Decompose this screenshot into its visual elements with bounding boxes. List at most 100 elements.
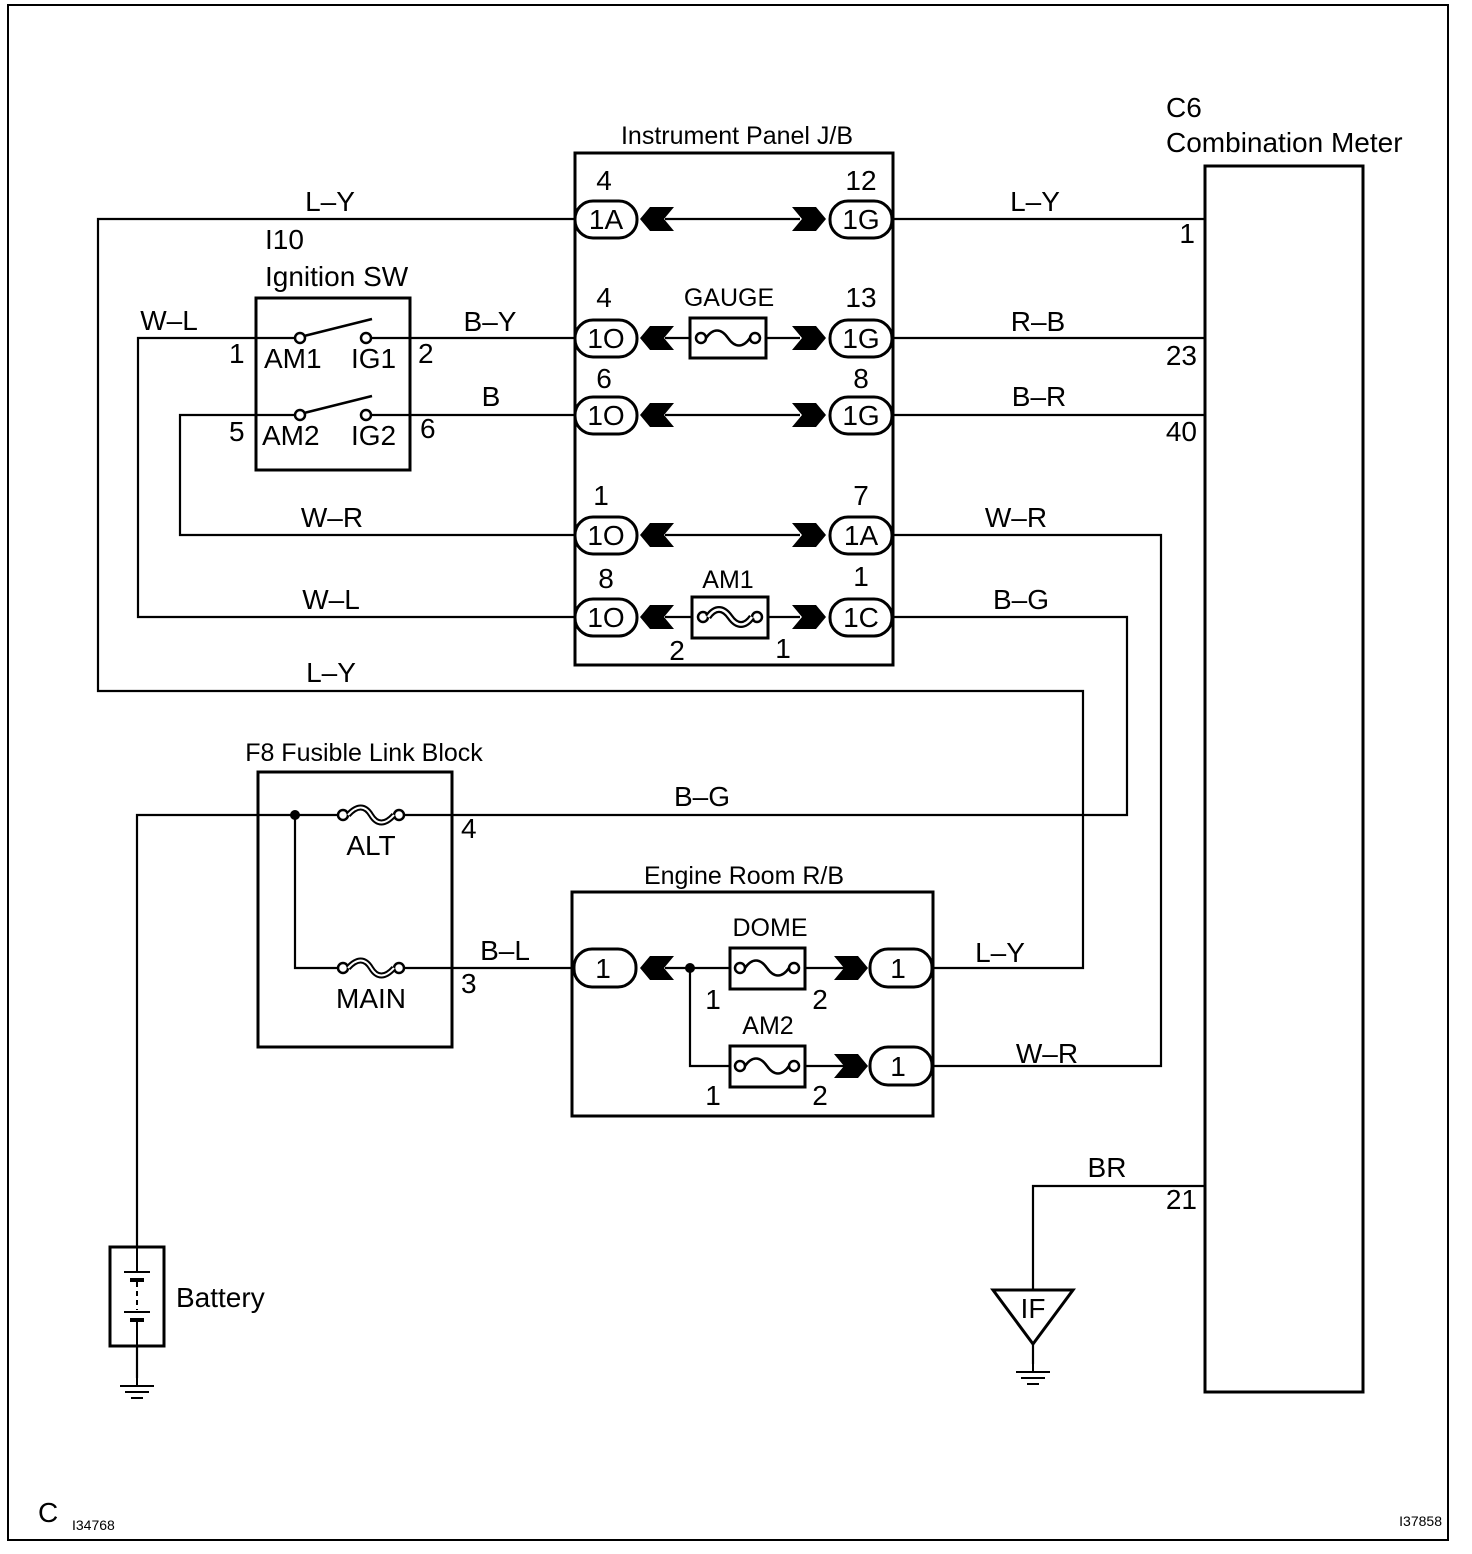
switch-blade-1 — [303, 317, 373, 338]
jb-conn-label: 1G — [842, 323, 879, 354]
combination-meter-box — [1203, 164, 1365, 1394]
ground-symbol — [1015, 1363, 1051, 1385]
connector-chevron-left — [640, 207, 674, 231]
jb-pin: 8 — [853, 363, 869, 394]
am1-fuse-pin: 2 — [669, 635, 685, 666]
meter-pin-23: 23 — [1166, 340, 1197, 371]
fl-pin-3: 3 — [461, 968, 477, 999]
jb-row-5: AM1 2 1 1O 1C 8 1 — [573, 561, 894, 666]
fusible-link-box — [256, 770, 454, 1049]
meter-pin-40: 40 — [1166, 416, 1197, 447]
jb-title: Instrument Panel J/B — [621, 122, 853, 150]
jb-conn-1o — [573, 597, 639, 638]
rb-conn-am2-out-label: 1 — [890, 1051, 906, 1082]
wire-label: B–G — [674, 781, 730, 812]
wire-label: B — [482, 381, 501, 412]
am2-fuse-label: AM2 — [742, 1012, 793, 1040]
jb-conn-label: 1G — [842, 400, 879, 431]
splice-rb — [685, 963, 695, 973]
if-label: IF — [1021, 1293, 1046, 1324]
wire-label: W–R — [301, 502, 363, 533]
terminal-ig2: IG2 — [351, 420, 396, 451]
jb-conn-label: 1G — [842, 204, 879, 235]
jb-pin: 7 — [853, 480, 869, 511]
jb-conn-label: 1A — [589, 204, 624, 235]
wire-label: B–L — [480, 935, 530, 966]
jb-conn-label: 1O — [587, 323, 624, 354]
jb-row-4: 1O 1A 1 7 — [573, 480, 894, 556]
rb-conn-am2-out — [868, 1045, 934, 1087]
connector-chevron-left — [640, 326, 674, 350]
jb-conn-1o — [573, 318, 639, 359]
splice-alt — [290, 810, 300, 820]
wire-label: W–R — [985, 502, 1047, 533]
connector-chevron-left — [640, 403, 674, 427]
meter-pin-1: 1 — [1179, 218, 1195, 249]
wire-alt-battery — [135, 813, 343, 1247]
wire-label: L–Y — [306, 657, 356, 688]
wire-wl — [136, 336, 576, 619]
wire-label: L–Y — [305, 186, 355, 217]
fusible-link-title: F8 Fusible Link Block — [245, 739, 483, 767]
jb-pin: 13 — [845, 282, 876, 313]
connector-chevron-left — [640, 523, 674, 547]
jb-conn-1o — [573, 515, 639, 556]
connector-chevron-right — [834, 1054, 868, 1078]
jb-conn-label: 1O — [587, 400, 624, 431]
rb-conn-dome-out — [868, 947, 934, 989]
jb-row-2: GAUGE 1O 1G 4 13 — [573, 282, 894, 360]
wire-b-sw — [178, 413, 576, 537]
wire-label: W–R — [1016, 1038, 1078, 1069]
am1-fuse-label: AM1 — [702, 566, 753, 594]
jb-conn-label: 1A — [844, 520, 879, 551]
rb-conn-dome-out-label: 1 — [890, 953, 906, 984]
rb-conn-in — [572, 947, 638, 989]
am1-fuse-pin: 1 — [775, 633, 791, 664]
connector-chevron-right — [792, 207, 826, 231]
sw-pin-5: 5 — [229, 416, 245, 447]
wire-ly-top — [96, 217, 1085, 970]
fuse-main-label: MAIN — [336, 983, 406, 1014]
terminal-ig1: IG1 — [351, 343, 396, 374]
connector-chevron-left — [640, 605, 674, 629]
jb-conn-label: 1O — [587, 520, 624, 551]
battery-label: Battery — [176, 1282, 265, 1313]
ground-symbol — [119, 1377, 155, 1399]
jb-pin: 4 — [596, 282, 612, 313]
wire-label: B–R — [1012, 381, 1066, 412]
terminal-am1: AM1 — [264, 343, 322, 374]
dome-fuse-label: DOME — [733, 914, 808, 942]
sw-pin-2: 2 — [418, 338, 434, 369]
connector-chevron-left — [640, 956, 674, 980]
ignition-switch: I10 Ignition SW AM1 IG1 AM2 IG2 1 2 5 6 — [229, 224, 436, 472]
wire-label: W–L — [302, 584, 360, 615]
engine-room-rb-title: Engine Room R/B — [644, 862, 844, 890]
wire-labels: L–Y L–Y W–L B–Y R–B B B–R W–R W–R W–L B–… — [140, 186, 1126, 1183]
connector-chevron-right — [834, 956, 868, 980]
jb-conn-1c — [828, 597, 894, 638]
jb-row-1: 1A 1G 4 12 — [573, 165, 894, 240]
ignition-switch-name: Ignition SW — [265, 261, 409, 292]
connector-chevron-right — [792, 605, 826, 629]
wire-label: L–Y — [1010, 186, 1060, 217]
fuse-alt-label: ALT — [346, 830, 395, 861]
wire-alt-main — [293, 815, 343, 970]
meter-name: Combination Meter — [1166, 127, 1403, 158]
jb-conn-1g — [828, 395, 894, 436]
corner-code-right: I37858 — [1399, 1513, 1442, 1529]
switch-blade-2 — [303, 394, 373, 415]
jb-pin: 1 — [593, 480, 609, 511]
sw-pin-6: 6 — [420, 413, 436, 444]
sw-pin-1: 1 — [229, 338, 245, 369]
jb-pin: 12 — [845, 165, 876, 196]
dome-pin-2: 2 — [812, 984, 828, 1015]
engine-room-rb: Engine Room R/B 1 DOME 1 2 1 AM2 1 2 1 — [570, 862, 935, 1118]
jb-conn-1g — [828, 199, 894, 240]
wire-wr-right — [893, 533, 1163, 1068]
ignition-switch-code: I10 — [265, 224, 304, 255]
jb-row-3: 1O 1G 6 8 — [573, 363, 894, 436]
jb-pin: 1 — [853, 561, 869, 592]
fusible-link-block: F8 Fusible Link Block ALT MAIN 4 3 — [245, 739, 483, 1049]
if-triangle — [990, 1288, 1076, 1347]
wires — [96, 217, 1205, 1378]
